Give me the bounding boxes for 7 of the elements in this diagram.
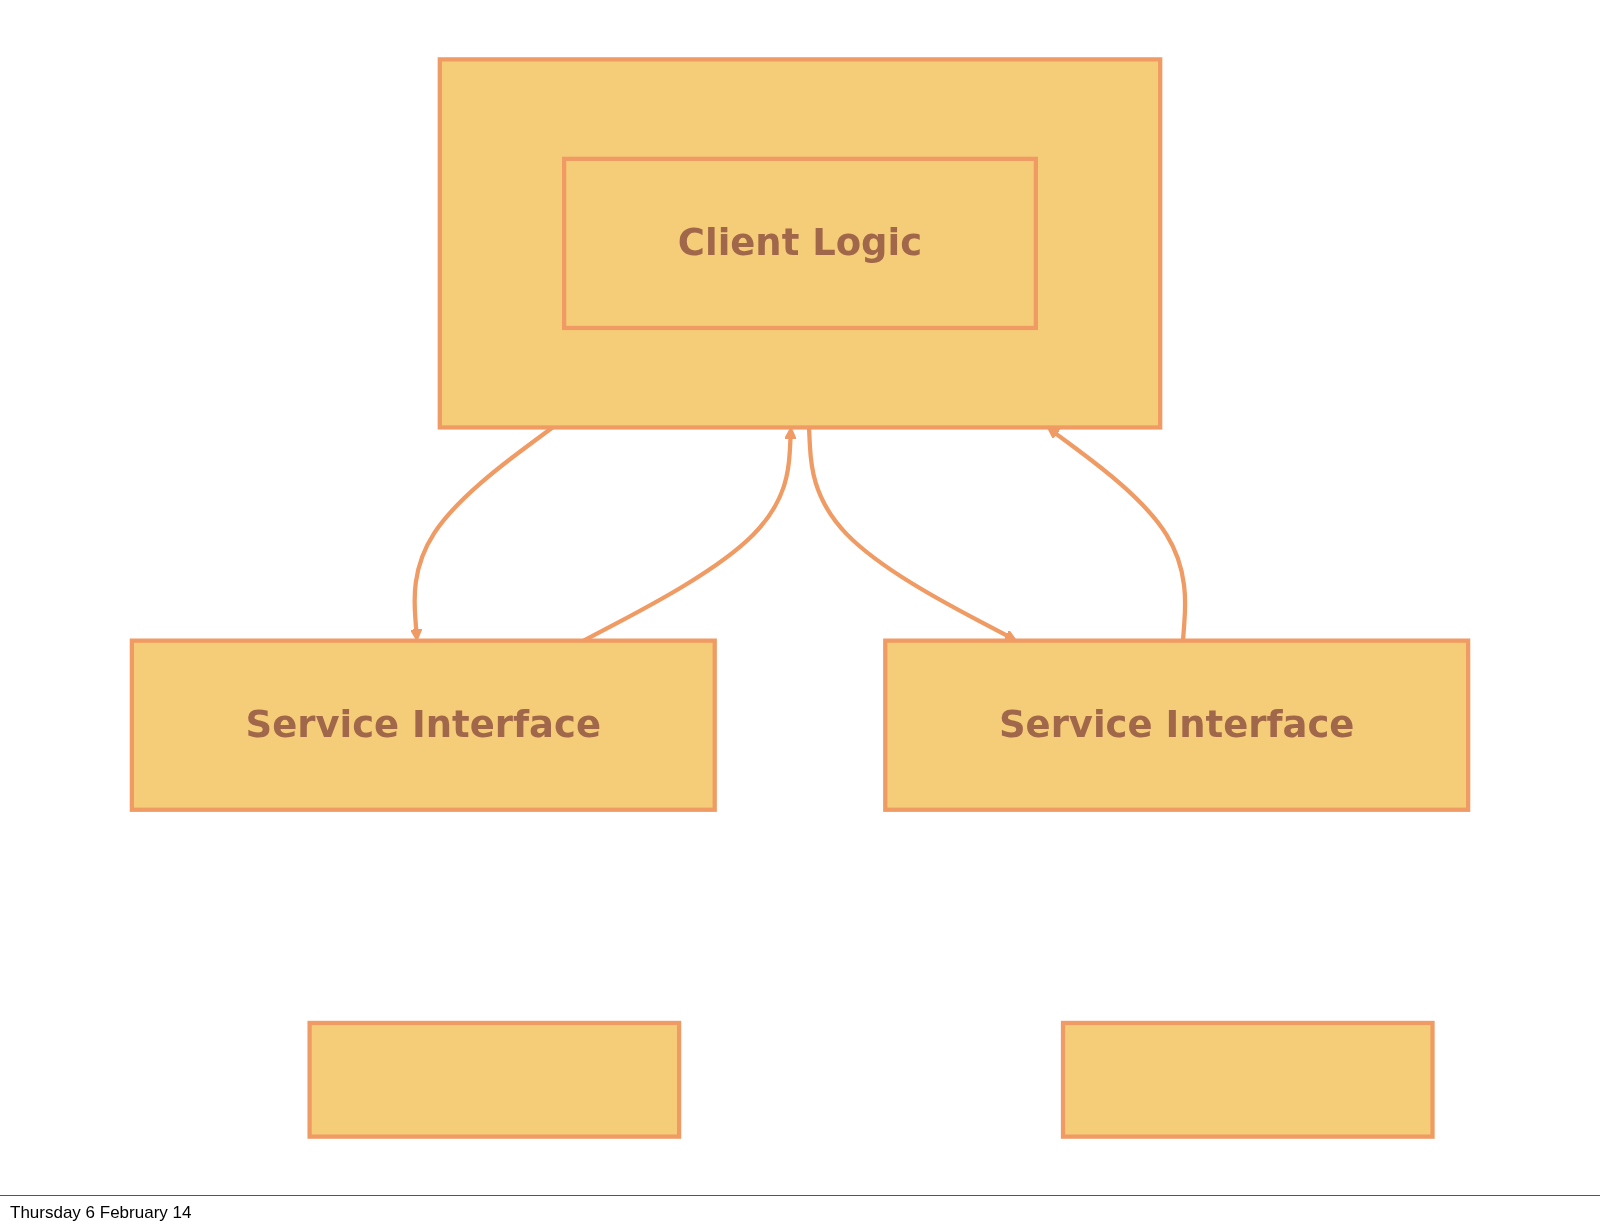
cluster: [437, 56, 1163, 430]
node-box: Service Interface: [129, 638, 717, 812]
node-box: [1060, 1020, 1435, 1139]
footer-date: Thursday 6 February 14: [10, 1203, 192, 1223]
node-box: [307, 1020, 682, 1139]
node-box: Client Logic: [562, 156, 1038, 330]
node-box: Service Interface: [883, 638, 1471, 812]
